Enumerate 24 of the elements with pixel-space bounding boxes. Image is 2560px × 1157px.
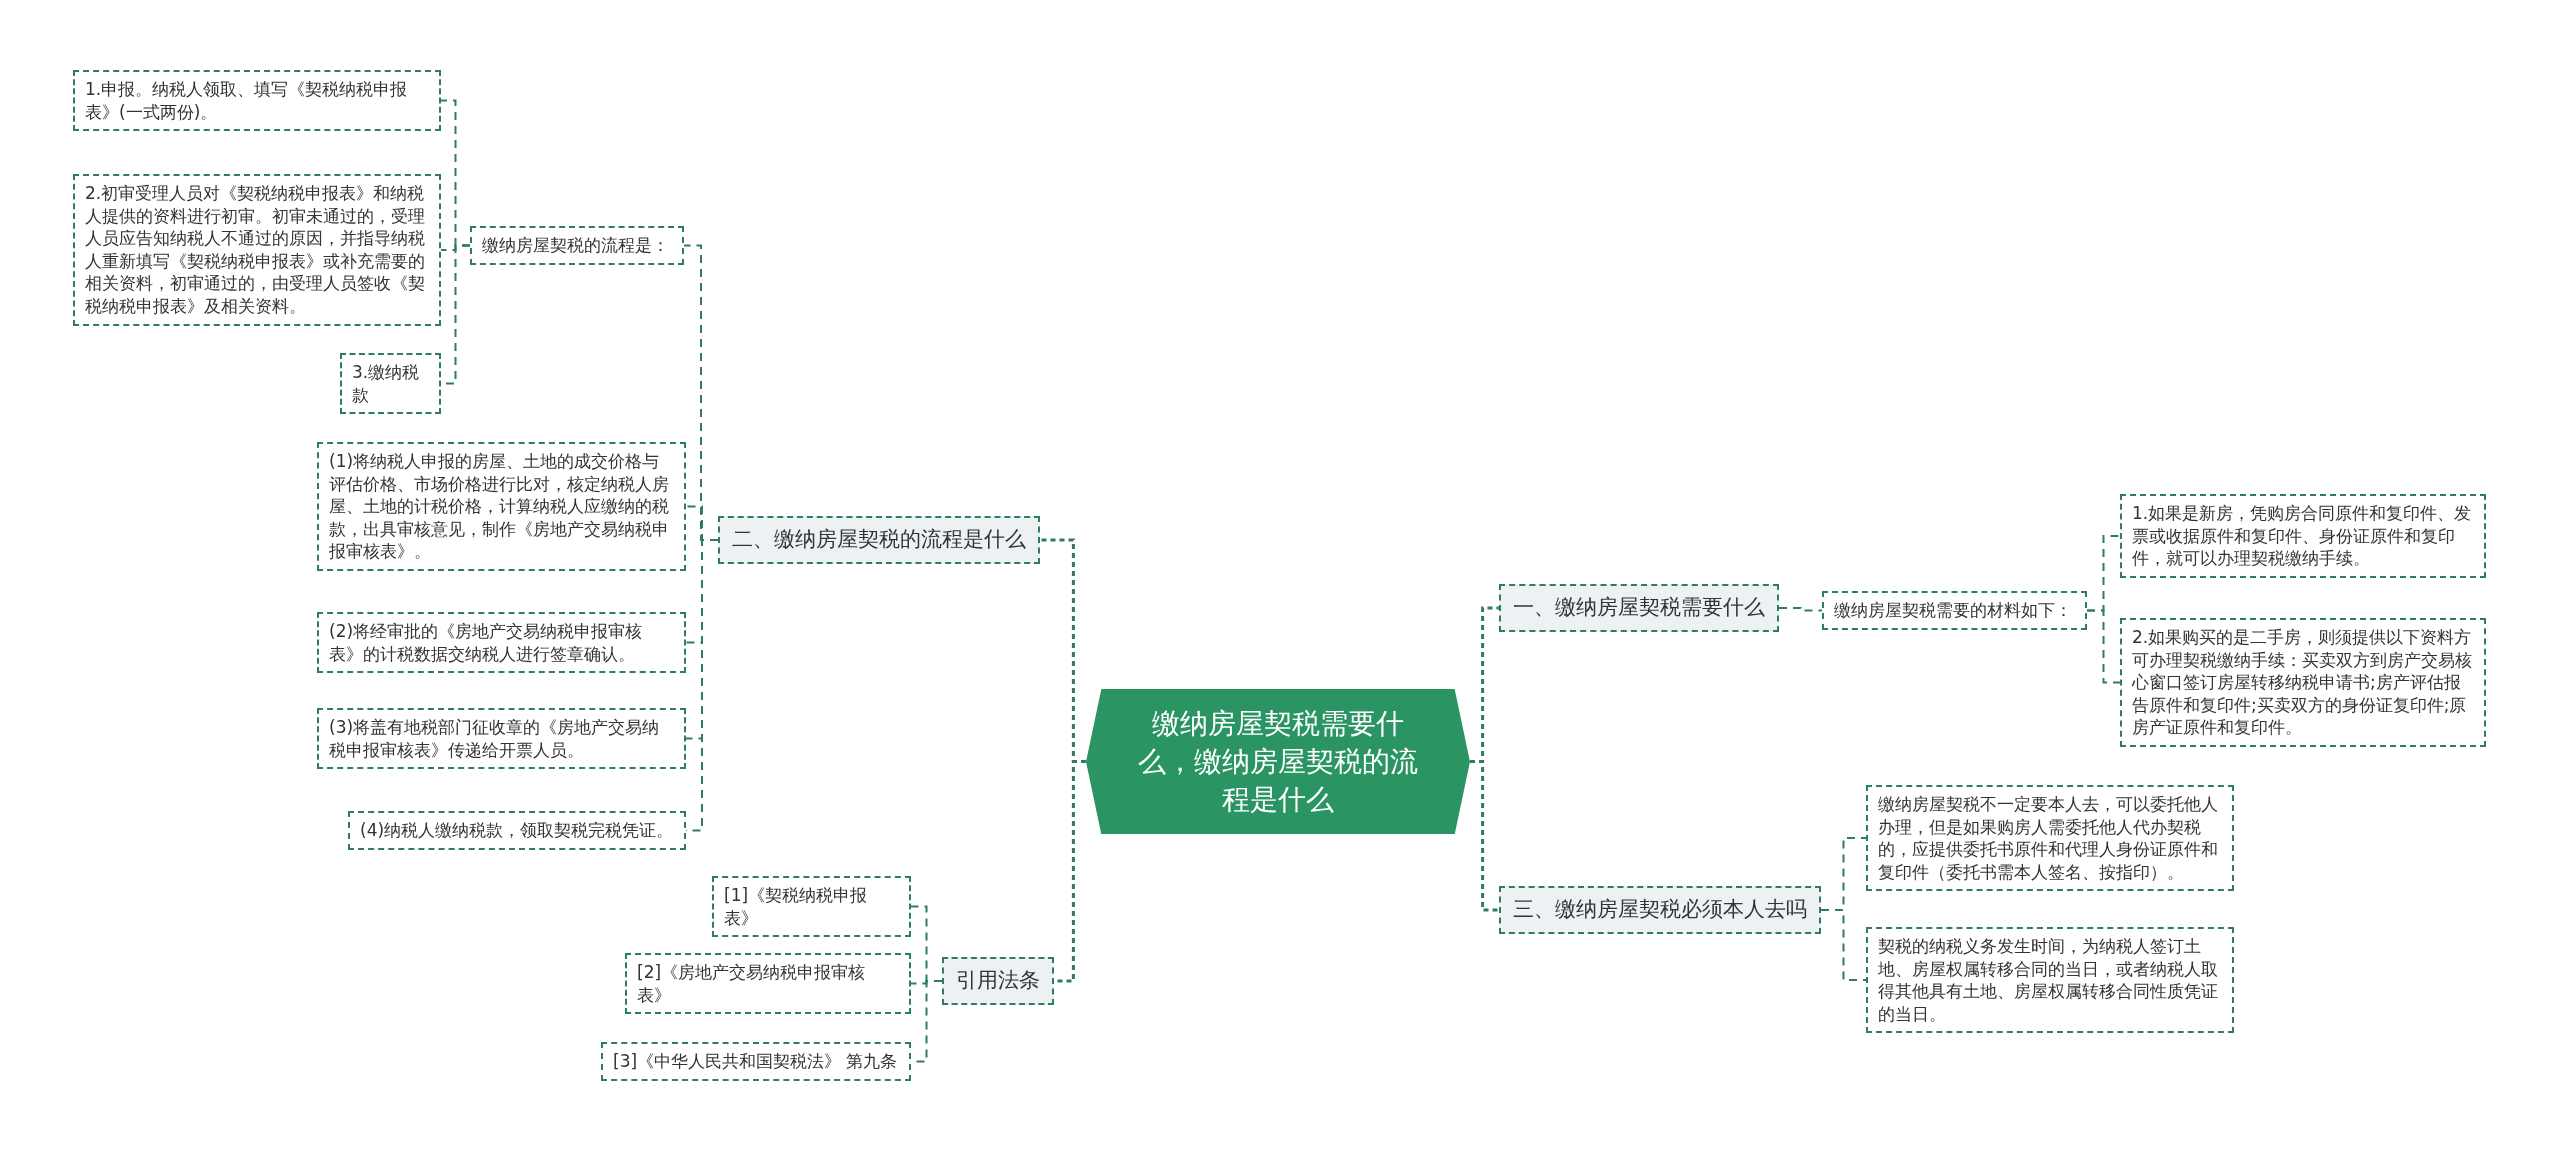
connector-line [1820,909,1867,981]
text-box: 3.缴纳税款 [340,353,441,415]
text-box: 缴纳房屋契税的流程是： [470,226,684,265]
text-box: [1]《契税纳税申报表》 [712,876,911,938]
text-box: 2.初审受理人员对《契税纳税申报表》和纳税人提供的资料进行初审。初审未通过的，受理人员应告知纳税人不通过的原因，并指导纳税人重新填写《契税纳税申报表》或补充需要的相关资料，初审通过的，由受理人员签收《契税纳税申报表》及相关资料。 [73,174,441,326]
connector-line [1470,760,1499,912]
text-box: 1.如果是新房，凭购房合同原件和复印件、发票或收据原件和复印件、身份证原件和复印件，就可以办理契税缴纳手续。 [2120,494,2486,578]
topic-box: 一、缴纳房屋契税需要什么 [1499,584,1779,632]
text-box: (4)纳税人缴纳税款，领取契税完税凭证。 [348,811,686,850]
connector-line [1778,607,1823,612]
text-box: 1.申报。纳税人领取、填写《契税纳税申报表》(一式两份)。 [73,70,441,132]
text-box: (2)将经审批的《房地产交易纳税申报审核表》的计税数据交纳税人进行签章确认。 [317,612,686,674]
connector-line [2086,609,2121,684]
text-box: 2.如果购买的是二手房，则须提供以下资料方可办理契税缴纳手续：买卖双方到房产交易核心窗口签订房屋转移纳税申请书;房产评估报告原件和复印件;买卖双方的身份证复印件;原房产证原件和复印件。 [2120,618,2486,748]
topic-box: 三、缴纳房屋契税必须本人去吗 [1499,886,1821,934]
topic-box: 二、缴纳房屋契税的流程是什么 [718,516,1040,564]
text-box: (3)将盖有地税部门征收章的《房地产交易纳税申报审核表》传递给开票人员。 [317,708,686,770]
topic-box: 引用法条 [942,957,1054,1005]
text-box: [3]《中华人民共和国契税法》 第九条 [601,1042,911,1081]
text-box: 契税的纳税义务发生时间，为纳税人签订土地、房屋权属转移合同的当日，或者纳税人取得其他具有土地、房屋权属转移合同性质凭证的当日。 [1866,927,2234,1034]
text-box: 缴纳房屋契税需要的材料如下： [1822,591,2087,630]
text-box: [2]《房地产交易纳税申报审核表》 [625,953,911,1015]
text-box: 缴纳房屋契税不一定要本人去，可以委托他人办理，但是如果购房人需委托他人代办契税的，应提供委托书原件和代理人身份证原件和复印件（委托书需本人签名、按指印）。 [1866,785,2234,892]
text-box: (1)将纳税人申报的房屋、土地的成交价格与评估价格、市场价格进行比对，核定纳税人房屋、土地的计税价格，计算纳税人应缴纳的税款，出具审核意见，制作《房地产交易纳税申报审核表》。 [317,442,686,572]
